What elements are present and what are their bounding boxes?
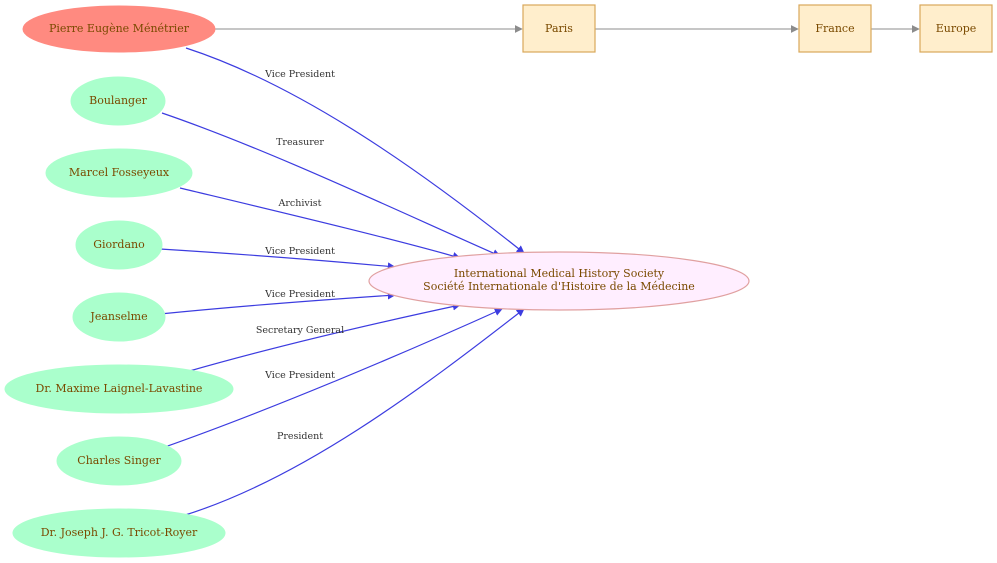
role-label: President	[277, 431, 323, 442]
place-label: Europe	[936, 22, 977, 35]
role-label: Vice President	[264, 69, 335, 80]
role-edge	[185, 302, 461, 373]
person-node[interactable]: Jeanselme	[72, 292, 166, 342]
role-label: Treasurer	[276, 137, 324, 148]
role-label: Vice President	[264, 370, 335, 381]
person-name: Marcel Fosseyeux	[69, 166, 170, 179]
place-label: France	[815, 22, 854, 35]
person-name: Pierre Eugène Ménétrier	[49, 22, 190, 35]
role-edges	[159, 47, 525, 517]
role-label: Vice President	[264, 246, 335, 257]
place-node-europe[interactable]: Europe	[919, 4, 993, 53]
role-edge	[181, 308, 525, 517]
person-node[interactable]: Giordano	[75, 220, 163, 270]
place-node-france[interactable]: France	[798, 4, 872, 53]
society-name-english: International Medical History Society	[454, 267, 665, 280]
role-edge	[161, 112, 501, 257]
person-node[interactable]: Marcel Fosseyeux	[45, 148, 193, 198]
person-name: Boulanger	[89, 94, 148, 107]
person-node[interactable]: Boulanger	[70, 76, 166, 126]
person-nodes: Pierre Eugène Ménétrier Boulanger Marcel…	[4, 5, 234, 558]
role-label: Vice President	[264, 289, 335, 300]
person-name: Jeanselme	[89, 310, 147, 323]
person-name: Dr. Joseph J. G. Tricot-Royer	[41, 526, 198, 539]
person-name: Giordano	[93, 238, 145, 251]
role-edge	[179, 187, 461, 260]
person-node[interactable]: Dr. Maxime Laignel-Lavastine	[4, 364, 234, 414]
person-name: Dr. Maxime Laignel-Lavastine	[36, 382, 203, 395]
role-labels: Vice President Treasurer Archivist Vice …	[256, 69, 344, 442]
place-node-paris[interactable]: Paris	[522, 4, 596, 53]
person-name: Charles Singer	[77, 454, 161, 467]
role-label: Archivist	[278, 198, 322, 209]
role-edge	[159, 248, 396, 271]
person-node[interactable]: Charles Singer	[56, 436, 182, 486]
place-nodes: Paris France Europe	[522, 4, 993, 53]
role-edge	[161, 308, 503, 449]
person-node-highlighted[interactable]: Pierre Eugène Ménétrier	[22, 5, 216, 53]
society-name-french: Société Internationale d'Histoire de la …	[423, 280, 695, 293]
role-label: Secretary General	[256, 325, 344, 336]
role-edge	[159, 291, 396, 315]
society-node[interactable]: International Medical History Society So…	[368, 251, 750, 311]
person-node[interactable]: Dr. Joseph J. G. Tricot-Royer	[12, 508, 226, 558]
role-edge	[185, 47, 525, 254]
place-label: Paris	[545, 22, 573, 35]
